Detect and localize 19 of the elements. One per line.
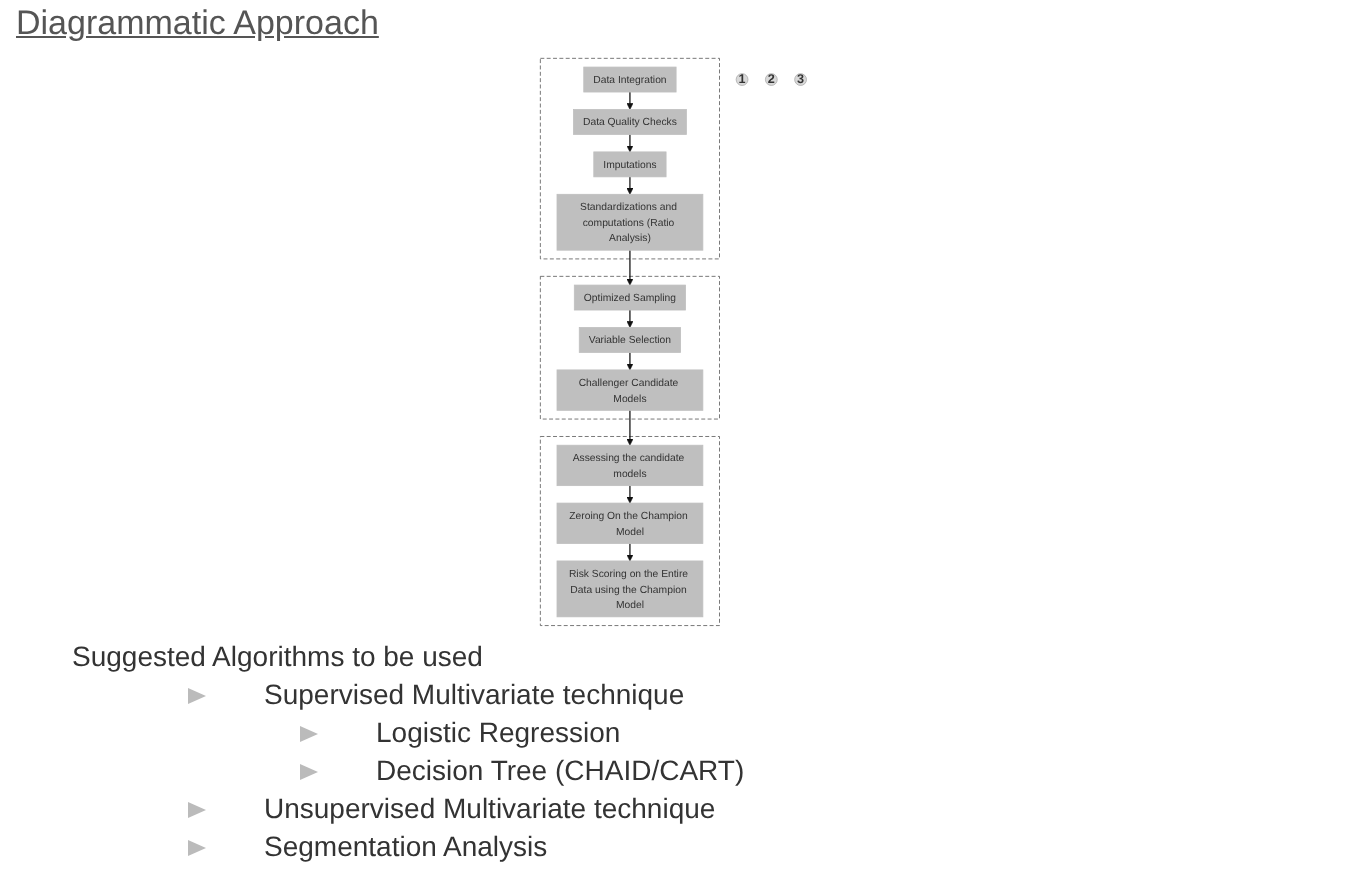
arrow xyxy=(626,351,633,371)
arrow xyxy=(626,309,633,328)
list-item: Logistic Regression xyxy=(376,716,621,750)
arrow xyxy=(626,176,633,195)
list-heading: Suggested Algorithms to be used xyxy=(72,640,483,674)
arrow xyxy=(626,542,633,562)
list-item: Unsupervised Multivariate technique xyxy=(264,792,716,826)
arrow xyxy=(626,409,633,446)
cluster xyxy=(539,57,720,260)
diagram-title: Diagrammatic Approach xyxy=(16,4,379,44)
arrow xyxy=(626,133,633,153)
arrow xyxy=(626,485,633,504)
cluster xyxy=(539,275,720,420)
arrow xyxy=(626,91,633,110)
list-item: Decision Tree (CHAID/CART) xyxy=(376,754,745,788)
arrow xyxy=(626,249,633,286)
cluster xyxy=(539,436,720,626)
list-item: Supervised Multivariate technique xyxy=(264,678,685,712)
list-item: Segmentation Analysis xyxy=(264,830,548,864)
